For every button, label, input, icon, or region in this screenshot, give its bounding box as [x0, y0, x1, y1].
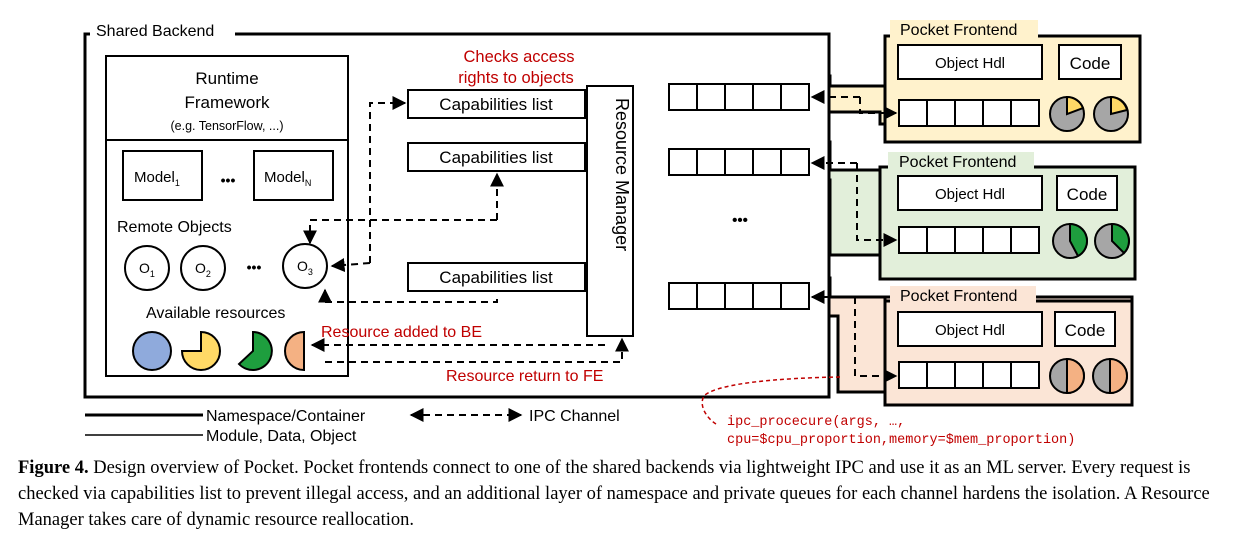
frontend-3-object-hdl — [897, 311, 1043, 347]
object-3-label: O3 — [297, 258, 313, 277]
runtime-framework-label-2: Framework — [184, 93, 270, 112]
svg-text:Code: Code — [1067, 185, 1108, 204]
backend-queue-2 — [668, 148, 810, 176]
resource-orange-pie — [284, 330, 305, 372]
svg-text:Object Hdl: Object Hdl — [935, 186, 1005, 203]
resource-green-pie — [237, 330, 273, 371]
resource-yellow-pie — [180, 330, 221, 371]
svg-text:Object Hdl: Object Hdl — [935, 322, 1005, 339]
capabilities-list-2-label: Capabilities list — [439, 148, 553, 167]
checks-access-label-2: rights to objects — [458, 69, 574, 87]
available-resources-label: Available resources — [146, 305, 285, 322]
runtime-framework-label-1: Runtime — [195, 69, 258, 88]
remote-objects-label: Remote Objects — [117, 219, 232, 236]
model-first-label: Model1 — [134, 169, 180, 188]
resource-added-label: Resource added to BE — [321, 324, 482, 341]
frontend-2-object-hdl — [897, 175, 1043, 211]
pocket-design-diagram: Shared Backend Runtime Framework (e.g. T… — [83, 20, 1142, 448]
frontend-1-object-hdl — [897, 44, 1043, 80]
legend-ipc-label: IPC Channel — [529, 408, 620, 425]
capabilities-list-3-label: Capabilities list — [439, 268, 553, 287]
runtime-framework-box — [105, 55, 349, 377]
resource-blue-pie — [132, 331, 172, 371]
frontend-3-queue — [898, 361, 1040, 389]
legend-module-label: Module, Data, Object — [206, 428, 357, 445]
frontend-1-code — [1058, 44, 1122, 80]
model-first-box — [122, 150, 203, 201]
frontend-3-code — [1054, 311, 1116, 347]
ipc-dashed-arrows — [810, 90, 898, 383]
object-ellipsis: ••• — [247, 259, 262, 275]
ipc-call-line-2: cpu=$cpu_proportion,memory=$mem_proporti… — [727, 433, 1075, 448]
shared-backend-label: Shared Backend — [96, 23, 214, 40]
frontend-2-label: Pocket Frontend — [899, 154, 1016, 171]
model-ellipsis: ••• — [221, 172, 236, 188]
figure-caption: Figure 4. Design overview of Pocket. Poc… — [18, 455, 1228, 533]
runtime-framework-example: (e.g. TensorFlow, ...) — [170, 119, 283, 133]
object-2-circle — [180, 245, 226, 291]
figure-caption-label: Figure 4. — [18, 458, 89, 478]
resource-manager-box — [586, 85, 634, 337]
legend-namespace-label: Namespace/Container — [206, 408, 366, 425]
resource-manager-label: Resource Manager — [612, 98, 632, 251]
capabilities-list-2 — [407, 142, 586, 172]
object-2-label: O2 — [195, 260, 211, 279]
svg-text:Object Hdl: Object Hdl — [935, 55, 1005, 72]
svg-text:Code: Code — [1070, 54, 1111, 73]
frontend-ellipsis: ••• — [732, 212, 748, 229]
object-1-label: O1 — [139, 260, 155, 279]
ipc-call-line-1: ipc_procecure(args, …, — [727, 415, 905, 430]
ipc-call-pointer — [701, 376, 841, 425]
frontend-2-queue — [898, 226, 1040, 254]
model-last-box — [253, 150, 334, 201]
legend: Namespace/Container Module, Data, Object… — [85, 408, 620, 445]
backend-dashed-arrows — [303, 96, 629, 363]
checks-access-label-1: Checks access — [464, 48, 575, 66]
frontend-1-contents: Pocket Frontend Object Hdl Code — [890, 20, 1129, 132]
backend-queue-3 — [668, 282, 810, 310]
frontend-1-label: Pocket Frontend — [900, 22, 1017, 39]
frontend-2-code — [1056, 175, 1118, 211]
model-last-label: ModelN — [264, 169, 311, 188]
frontend-3-label: Pocket Frontend — [900, 288, 1017, 305]
frontend-3-contents: Pocket Frontend Object Hdl Code — [890, 286, 1128, 395]
frontend-2-contents: Pocket Frontend Object Hdl Code — [888, 152, 1130, 259]
capabilities-list-1 — [407, 89, 586, 119]
svg-text:Code: Code — [1065, 321, 1106, 340]
backend-queue-1 — [668, 83, 810, 111]
capabilities-list-1-label: Capabilities list — [439, 95, 553, 114]
frontend-1-queue — [898, 99, 1040, 127]
capabilities-list-3 — [407, 262, 586, 292]
figure-caption-text: Design overview of Pocket. Pocket fronte… — [18, 458, 1210, 530]
resource-return-label: Resource return to FE — [446, 368, 603, 385]
object-1-circle — [124, 245, 170, 291]
